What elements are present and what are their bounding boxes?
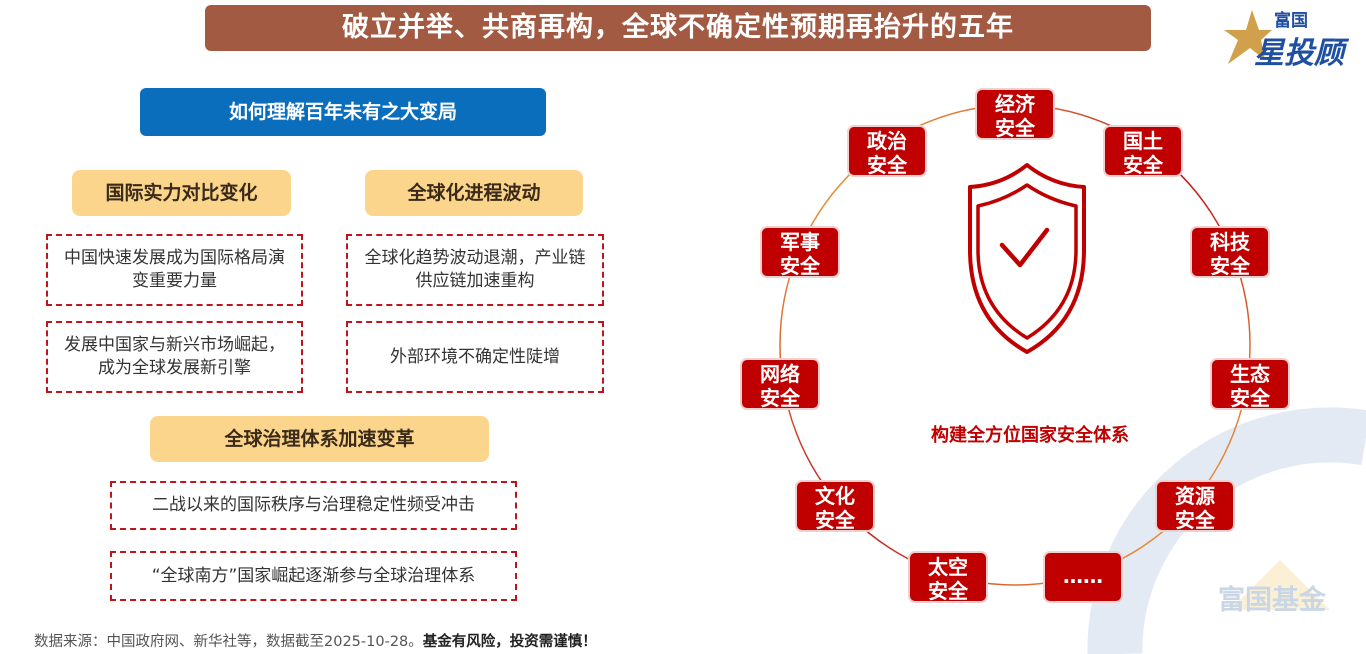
shield-icon [968,163,1086,354]
node-more: …… [1043,551,1123,603]
point-box: 中国快速发展成为国际格局演变重要力量 [46,234,303,306]
source-note: 数据来源：中国政府网、新华社等，数据截至2025-10-28。 [34,634,423,650]
node-top: 生态 [1230,362,1270,386]
risk-warning: 基金有风险，投资需谨慎！ [422,634,597,650]
node-top: 资源 [1175,484,1215,508]
node-top: 军事 [780,230,820,254]
node-bottom: 安全 [995,116,1035,140]
node-top: 经济 [995,92,1035,116]
node-space-security: 太空安全 [908,551,988,603]
star-icon [1224,10,1272,64]
logo-bottom-text: 星投顾 [1254,36,1344,71]
page-title: 破立并举、共商再构，全球不确定性预期再抬升的五年 [205,5,1151,51]
node-political-security: 政治安全 [847,125,927,177]
security-ring [779,104,1251,586]
point-box: 全球化趋势波动退潮，产业链供应链加速重构 [346,234,604,306]
logo-top-text: 富国 [1274,11,1308,31]
node-top: 科技 [1210,230,1250,254]
point-box: 发展中国家与新兴市场崛起，成为全球发展新引擎 [46,321,303,393]
node-resource-security: 资源安全 [1155,480,1235,532]
node-bottom: 安全 [780,254,820,278]
node-cyber-security: 网络安全 [740,358,820,410]
node-bottom: 安全 [1230,386,1270,410]
node-bottom: 安全 [760,386,800,410]
node-territorial-security: 国土安全 [1103,125,1183,177]
node-top: …… [1063,564,1103,588]
point-box: “全球南方”国家崛起逐渐参与全球治理体系 [110,551,517,601]
node-military-security: 军事安全 [760,226,840,278]
node-bottom: 安全 [1210,254,1250,278]
section-label-power: 国际实力对比变化 [72,170,291,216]
center-label: 构建全方位国家安全体系 [931,425,1129,446]
node-top: 政治 [867,129,907,153]
point-box: 外部环境不确定性陡增 [346,321,604,393]
node-bottom: 安全 [928,579,968,603]
node-bottom: 安全 [1175,508,1215,532]
node-economic-security: 经济安全 [975,88,1055,140]
node-top: 太空 [928,555,968,579]
brand-logo: 富国 星投顾 [1222,6,1352,71]
node-bottom: 安全 [867,153,907,177]
node-top: 国土 [1123,129,1163,153]
node-bottom: 安全 [815,508,855,532]
node-eco-security: 生态安全 [1210,358,1290,410]
question-banner: 如何理解百年未有之大变局 [140,88,546,136]
node-tech-security: 科技安全 [1190,226,1270,278]
footer: 数据来源：中国政府网、新华社等，数据截至2025-10-28。基金有风险，投资需… [34,630,597,651]
section-label-governance: 全球治理体系加速变革 [150,416,489,462]
section-label-globalization: 全球化进程波动 [365,170,583,216]
point-box: 二战以来的国际秩序与治理稳定性频受冲击 [110,481,517,530]
node-top: 网络 [760,362,800,386]
node-top: 文化 [815,484,855,508]
node-bottom: 安全 [1123,153,1163,177]
node-culture-security: 文化安全 [795,480,875,532]
watermark-text: 富国基金 [1218,585,1326,616]
